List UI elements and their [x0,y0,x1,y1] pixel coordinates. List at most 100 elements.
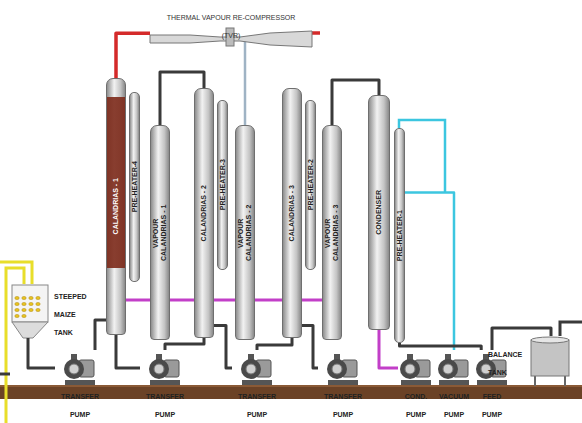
pump-impeller [405,364,415,374]
tank-outlet [27,338,30,345]
process-pipe [126,299,150,302]
cyan-pipe [399,120,445,192]
maize-kernel [36,302,40,305]
preheater-column: PRE-HEATER-4 [129,92,140,282]
ground-edge [0,385,582,387]
node-label: PRE-HEATER-1 [396,210,404,261]
label-holder: CALANDRIAS - 3 [283,89,301,337]
label-holder: VAPOUR CALANDRIAS - 2 [236,126,254,339]
preheater-column: PRE-HEATER-2 [305,100,316,270]
pump-base [401,380,431,385]
process-pipe [405,193,454,351]
maize-kernel [22,296,26,299]
pump-icon [55,350,105,390]
process-pipe [214,326,232,369]
node-label: TRANSFER PUMP [146,393,184,418]
pump-base [65,380,95,385]
tank-body [531,340,569,376]
maize-kernel [36,296,40,299]
tank-drawing [488,336,578,386]
feed-pump: FEED PUMP [474,350,510,422]
pump-impeller [69,364,79,374]
label-holder: TRANSFER PUMP [324,385,362,421]
preheater-column: PRE-HEATER-1 [394,128,405,343]
node-label: PRE-HEATER-4 [131,161,139,212]
label-holder: TRANSFER PUMP [61,385,99,421]
maize-kernel [36,308,40,311]
label-holder: PRE-HEATER-2 [306,101,315,269]
pump-casing [327,359,347,379]
label-holder: PRE-HEATER-4 [130,93,139,281]
node-label: VACUUM PUMP [439,393,469,418]
maize-kernel [29,296,33,299]
transfer-pump: TRANSFER PUMP [318,350,368,422]
tank-top [531,337,569,343]
pump-impeller [332,364,342,374]
process-pipe [255,299,282,302]
node-label: COND. PUMP [405,393,428,418]
process-pipe [400,343,482,350]
steeped-maize-tank: STEEPED MAIZE TANK [10,282,100,345]
label-holder: CALANDRIAS - 1 [107,79,125,334]
process-pipe [165,338,204,350]
ejector-shape [150,6,312,46]
maize-kernel [29,302,33,305]
condenser-vessel: CONDENSER [368,95,390,330]
node-label: FEED PUMP [482,393,502,418]
maize-kernel [22,308,26,311]
steam-pipe [312,31,320,35]
maize-kernel [15,308,19,311]
process-pipe [214,299,235,302]
outlet-pipe [560,322,582,336]
label-holder: PRE-HEATER-3 [218,101,227,269]
calandria-vessel: CALANDRIAS - 2 [194,88,214,338]
process-pipe [302,326,318,369]
pump-impeller [246,364,256,374]
process-pipe [116,335,140,368]
label-holder: BALANCE TANK [488,343,522,379]
pump-icon [140,350,190,390]
node-label: CALANDRIAS - 1 [112,178,120,234]
maize-kernel [15,302,19,305]
node-label: BALANCE TANK [488,351,522,376]
tank-leg [534,376,536,386]
label-holder: THERMAL VAPOUR RE-COMPRESSOR (TVR) [161,6,301,42]
label-holder: FEED PUMP [482,385,502,421]
pump-base [477,380,507,385]
process-pipe [28,345,55,368]
node-label: TRANSFER PUMP [238,393,276,418]
drain-pipe [0,373,10,376]
node-label: TRANSFER PUMP [324,393,362,418]
vacuum-pump: VACUUM PUMP [436,350,472,422]
vapour-separator: VAPOUR CALANDRIAS - 1 [150,125,170,340]
process-pipe [95,320,106,350]
vapour-recompressor: THERMAL VAPOUR RE-COMPRESSOR (TVR) [150,6,312,40]
pump-icon [318,350,368,390]
node-label: CALANDRIAS - 2 [200,185,208,241]
pump-icon [232,350,282,390]
calandria-vessel: CALANDRIAS - 3 [282,88,302,338]
pump-base [242,380,272,385]
yellow-pipe [0,262,32,284]
process-pipe [257,338,292,350]
label-holder: VAPOUR CALANDRIAS - 3 [323,126,341,339]
node-label: VAPOUR CALANDRIAS - 2 [237,201,253,265]
pump-icon [398,350,434,390]
label-holder: COND. PUMP [405,385,428,421]
pump-impeller [154,364,164,374]
label-holder: CONDENSER [369,96,389,329]
node-label: PRE-HEATER-2 [307,159,315,210]
maize-kernel [22,314,26,317]
vapour-separator: VAPOUR CALANDRIAS - 2 [235,125,255,340]
vapour-separator: VAPOUR CALANDRIAS - 3 [322,125,342,340]
pump-casing [400,359,420,379]
pump-base [150,380,180,385]
maize-kernel [29,308,33,311]
transfer-pump: TRANSFER PUMP [232,350,282,422]
pump-casing [438,359,458,379]
pump-casing [241,359,261,379]
node-label: TRANSFER PUMP [61,393,99,418]
pump-casing [64,359,84,379]
process-pipe [302,299,322,302]
node-label: VAPOUR CALANDRIAS - 3 [324,201,340,265]
